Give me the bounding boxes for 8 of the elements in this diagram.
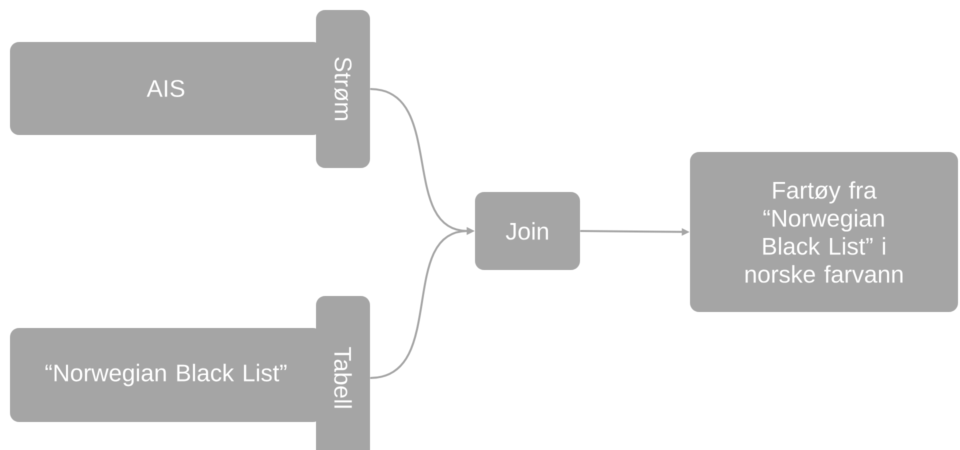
process-box: Join bbox=[475, 192, 580, 270]
node-label: AIS bbox=[146, 80, 184, 97]
result-box: Fartøy fra “Norwegian Black List” i norske farvann bbox=[690, 152, 958, 312]
node-label: “Norwegian Black List” bbox=[46, 364, 286, 386]
tab-label: Strøm bbox=[316, 10, 370, 168]
source-box: “Norwegian Black List” bbox=[10, 328, 322, 422]
source-box: AIS bbox=[10, 42, 322, 135]
tab-label: Tabell bbox=[316, 296, 370, 450]
